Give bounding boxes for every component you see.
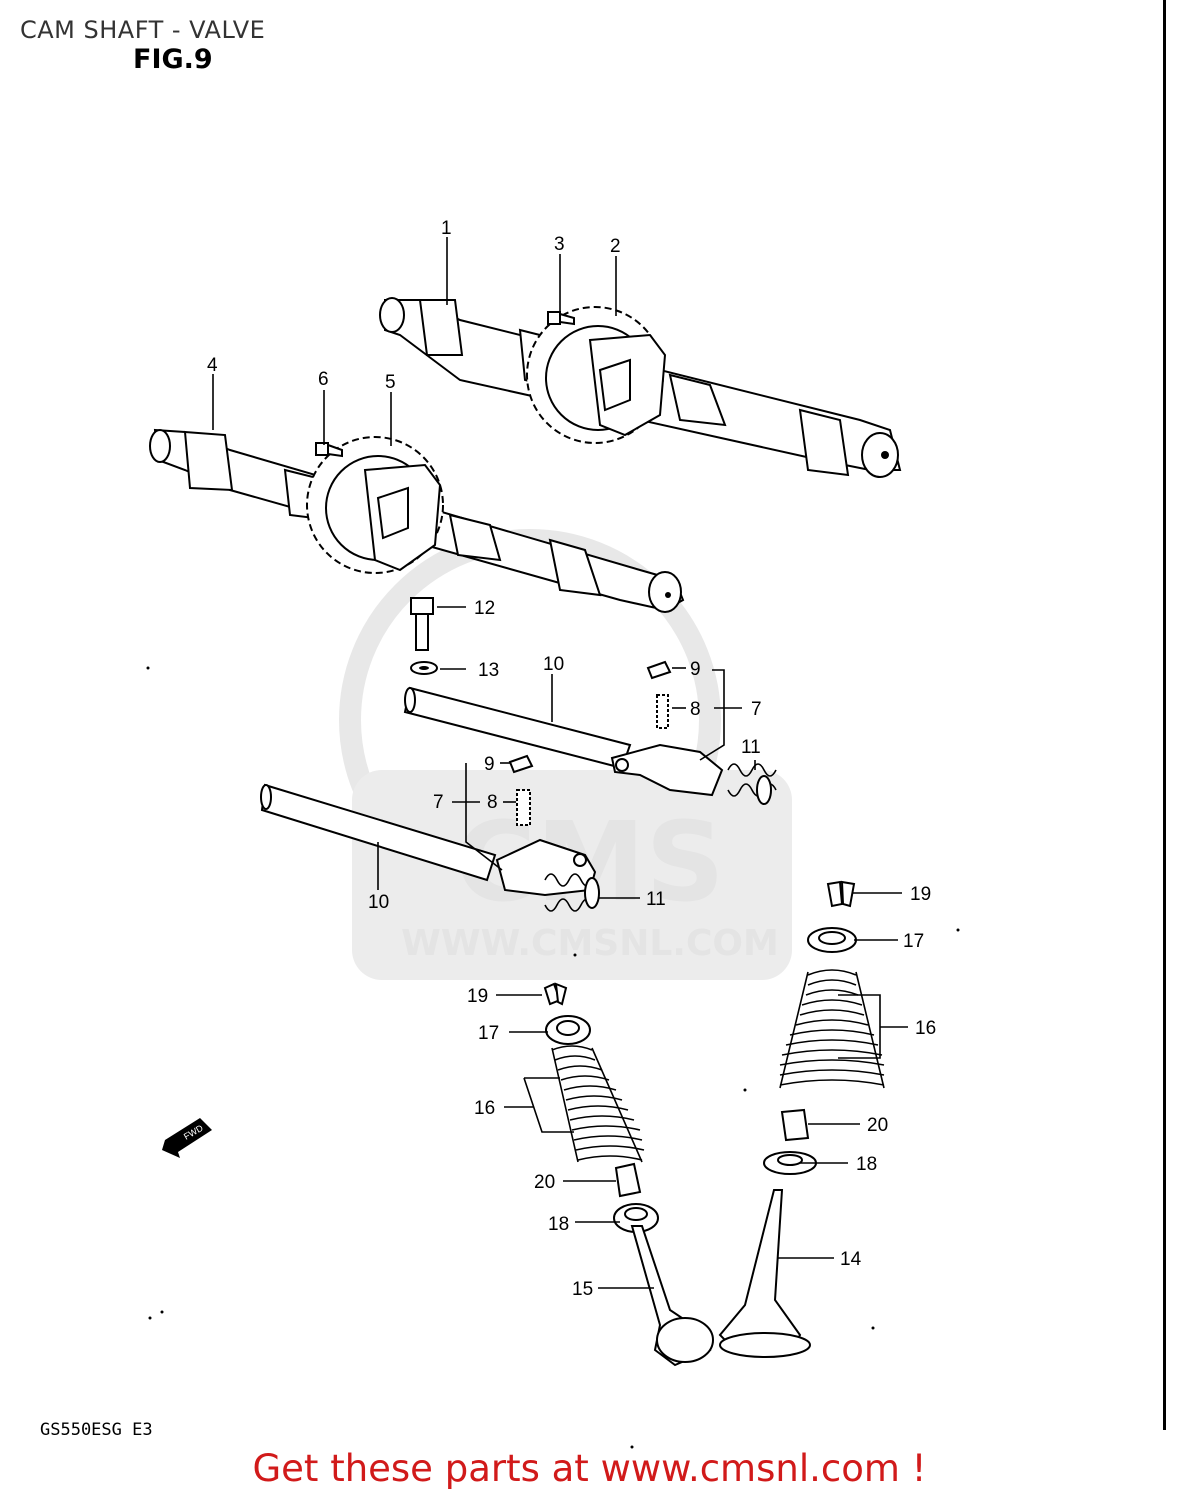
cam-sprocket-upper — [526, 306, 667, 444]
watermark-url: WWW.CMSNL.COM — [401, 923, 779, 964]
exhaust-valve — [718, 1189, 811, 1358]
valve-spring-left — [551, 1045, 645, 1163]
rocker-arm-lower — [495, 838, 597, 897]
rocker-bolt — [410, 597, 434, 651]
callout-7-lower: 7 — [433, 792, 444, 813]
callout-13: 13 — [478, 660, 499, 681]
sprocket-bolt-lower — [315, 442, 343, 458]
cotter-right — [826, 880, 856, 908]
callout-8-lower: 8 — [487, 792, 498, 813]
callout-9-upper: 9 — [690, 659, 701, 680]
callout-8-upper: 8 — [690, 699, 701, 720]
callout-16-right: 16 — [915, 1018, 936, 1039]
valve-spring-right — [779, 969, 885, 1089]
cotter-left — [543, 982, 568, 1006]
callout-15: 15 — [572, 1279, 593, 1300]
rocker-spring-upper — [727, 763, 777, 805]
callout-1: 1 — [441, 218, 452, 239]
callout-6: 6 — [318, 369, 329, 390]
callout-20-left: 20 — [534, 1172, 555, 1193]
callout-11-upper: 11 — [741, 737, 761, 758]
page-title: CAM SHAFT - VALVE — [20, 16, 266, 44]
callout-7-upper: 7 — [751, 699, 762, 720]
callout-11-lower: 11 — [646, 889, 666, 910]
callout-20-right: 20 — [867, 1115, 888, 1136]
callout-4: 4 — [207, 355, 218, 376]
leader-lines — [212, 237, 908, 1289]
callout-17-right: 17 — [903, 931, 924, 952]
callout-5: 5 — [385, 372, 396, 393]
cam-sprocket-lower — [306, 436, 444, 574]
forward-arrow-icon: FWD — [162, 1118, 212, 1158]
callout-10-lower: 10 — [368, 892, 389, 913]
callout-18-right: 18 — [856, 1154, 877, 1175]
buy-parts-banner[interactable]: Get these parts at www.cmsnl.com ! — [252, 1447, 927, 1490]
sprocket-bolt-upper — [547, 311, 575, 326]
callout-16-left: 16 — [474, 1098, 495, 1119]
callout-3: 3 — [554, 234, 565, 255]
rocker-shaft-upper — [403, 686, 632, 770]
border-line — [1163, 0, 1166, 1430]
callout-19-right: 19 — [910, 884, 931, 905]
spring-retainer-left — [545, 1015, 591, 1045]
rocker-spring-lower — [544, 873, 600, 912]
valve-seal-right — [780, 1108, 810, 1142]
intake-valve — [630, 1225, 714, 1367]
spring-seat-right — [763, 1151, 817, 1175]
figure-number: FIG.9 — [133, 44, 213, 75]
adjusting-screw-lower — [516, 789, 531, 826]
adjusting-nut-upper — [646, 660, 672, 680]
model-code: GS550ESG E3 — [40, 1420, 153, 1440]
adjusting-screw-upper — [656, 694, 669, 729]
callout-14: 14 — [840, 1249, 862, 1270]
callout-19-left: 19 — [467, 986, 488, 1007]
valve-seal-left — [614, 1162, 642, 1198]
callout-12: 12 — [474, 598, 495, 619]
washer — [410, 661, 438, 675]
callout-17-left: 17 — [478, 1023, 499, 1044]
adjusting-nut-lower — [508, 754, 534, 774]
spring-retainer-right — [807, 927, 857, 953]
callout-10-upper: 10 — [543, 654, 564, 675]
callout-18-left: 18 — [548, 1214, 569, 1235]
scan-specks — [146, 666, 960, 1449]
rocker-shaft-lower — [260, 783, 497, 882]
rocker-arm-upper — [610, 743, 724, 797]
callout-labels: 1 3 2 4 6 5 12 13 10 9 8 7 11 9 7 8 10 1… — [207, 218, 936, 1300]
callout-2: 2 — [610, 236, 621, 257]
callout-9-lower: 9 — [484, 754, 495, 775]
